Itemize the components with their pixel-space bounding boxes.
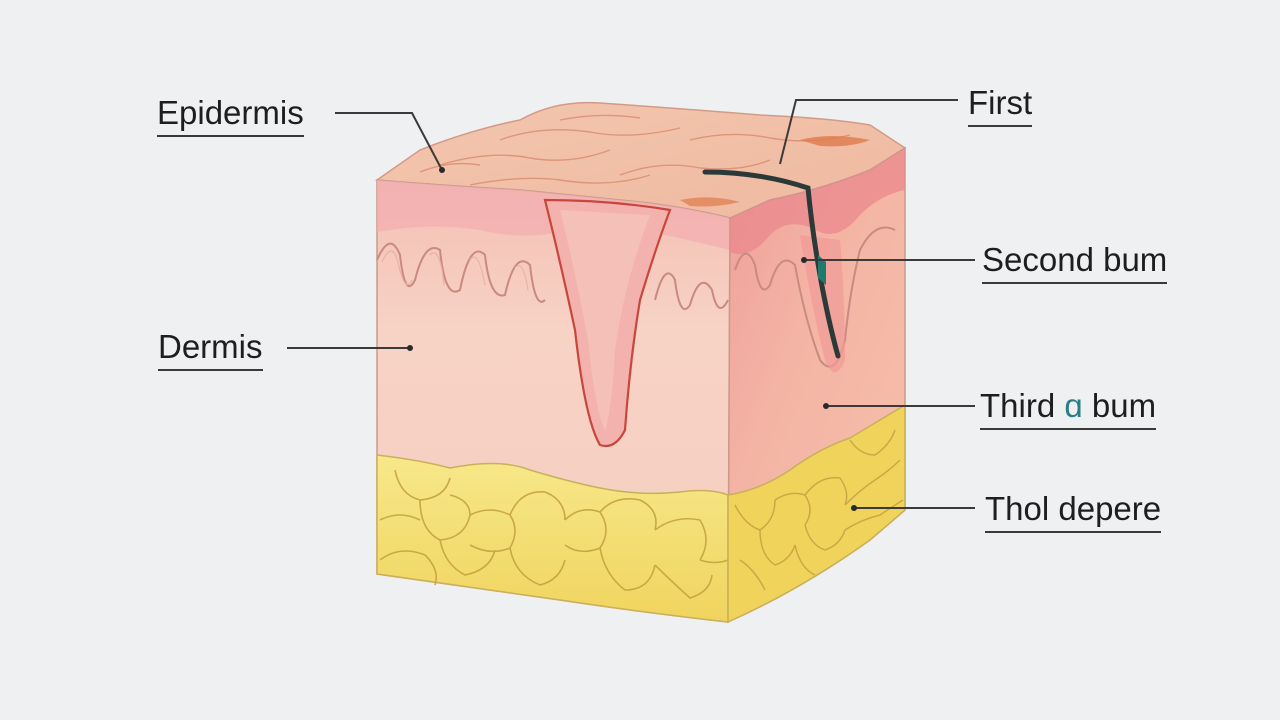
- burn-wedge-inner: [560, 210, 650, 430]
- dermal-papillae-inner: [381, 250, 529, 291]
- label-third-part-b: bum: [1082, 387, 1157, 424]
- subcutaneous-fat-right: [727, 403, 906, 624]
- surface-burn-mark-2: [680, 197, 740, 207]
- fat-cells-right: [734, 429, 904, 591]
- label-third-burn: Third ɑ bum: [980, 387, 1157, 430]
- dermal-papillae: [376, 242, 729, 311]
- leader-lines: [287, 99, 975, 509]
- label-second-burn: Second bum: [982, 241, 1168, 284]
- label-epidermis: Epidermis: [157, 94, 304, 137]
- label-fourth: Thol depere: [985, 490, 1162, 533]
- surface-burn-mark-1: [800, 136, 870, 147]
- subcutaneous-fat-front: [376, 454, 729, 623]
- label-third-part-a: Third: [980, 387, 1065, 424]
- burn-depth-line: [702, 169, 841, 359]
- leader-epidermis: [335, 112, 443, 171]
- leader-first: [779, 99, 958, 165]
- leader-dots: [407, 167, 857, 511]
- label-third-glyph: ɑ: [1064, 387, 1083, 424]
- burn-depth-marker: [818, 255, 826, 285]
- epidermis-band-right: [730, 148, 905, 254]
- label-dermis: Dermis: [158, 328, 263, 371]
- fat-cells-front: [379, 469, 729, 599]
- label-first: First: [968, 84, 1033, 127]
